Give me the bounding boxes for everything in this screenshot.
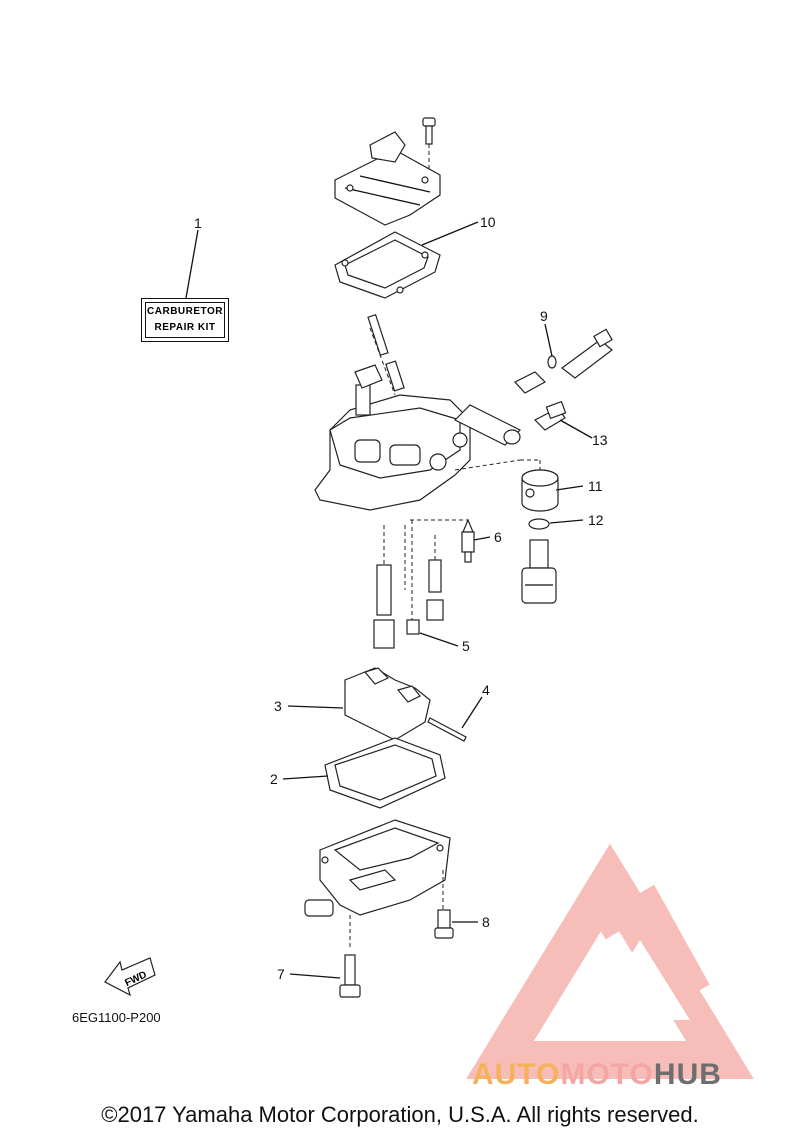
watermark-brand-text: AUTOMOTOHUB <box>472 1058 722 1092</box>
main-nozzle-stack <box>373 520 444 649</box>
throttle-stop-screw <box>514 328 613 394</box>
copyright-notice: ©2017 Yamaha Motor Corporation, U.S.A. A… <box>101 1102 699 1127</box>
callout-7: 7 <box>277 966 285 982</box>
callout-numbers: 1 2 3 4 5 6 7 8 9 10 11 12 13 <box>194 214 608 982</box>
callout-1: 1 <box>194 215 202 231</box>
drain-screw <box>339 954 361 998</box>
needle-valve <box>410 518 475 563</box>
starter-oring <box>528 518 550 530</box>
callout-2: 2 <box>270 771 278 787</box>
callout-9: 9 <box>540 308 548 324</box>
starter-plunger-collar <box>521 460 559 512</box>
watermark-moto: MOTO <box>560 1058 654 1091</box>
pilot-screw <box>533 400 567 431</box>
watermark-logo <box>466 843 754 1079</box>
float <box>344 667 431 741</box>
callout-4: 4 <box>482 682 490 698</box>
callout-8: 8 <box>482 914 490 930</box>
kit-label-line1: CARBURETOR <box>147 306 223 317</box>
watermark-hub: HUB <box>653 1058 722 1091</box>
carburetor-repair-kit-label: CARBURETOR REPAIR KIT <box>141 298 229 342</box>
guide-lines <box>454 459 540 471</box>
callout-5: 5 <box>462 638 470 654</box>
kit-label-line2: REPAIR KIT <box>154 322 216 333</box>
leader-lines <box>185 221 593 979</box>
callout-6: 6 <box>494 529 502 545</box>
top-screw <box>422 117 436 170</box>
callout-13: 13 <box>592 432 608 448</box>
fwd-arrow-icon: FWD <box>104 957 156 997</box>
callout-11: 11 <box>588 478 603 494</box>
cover-gasket <box>334 231 441 299</box>
callout-12: 12 <box>588 512 604 528</box>
top-cover-plate <box>334 131 441 226</box>
callout-3: 3 <box>274 698 282 714</box>
starter-plunger <box>521 539 557 604</box>
float-chamber <box>304 819 451 950</box>
callout-10: 10 <box>480 214 496 230</box>
diagram-code: 6EG1100-P200 <box>72 1010 161 1025</box>
watermark-auto: AUTO <box>472 1058 561 1091</box>
float-pin <box>427 717 467 742</box>
float-chamber-gasket <box>324 737 446 809</box>
chamber-screw <box>434 909 454 939</box>
carburetor-body <box>314 313 522 511</box>
